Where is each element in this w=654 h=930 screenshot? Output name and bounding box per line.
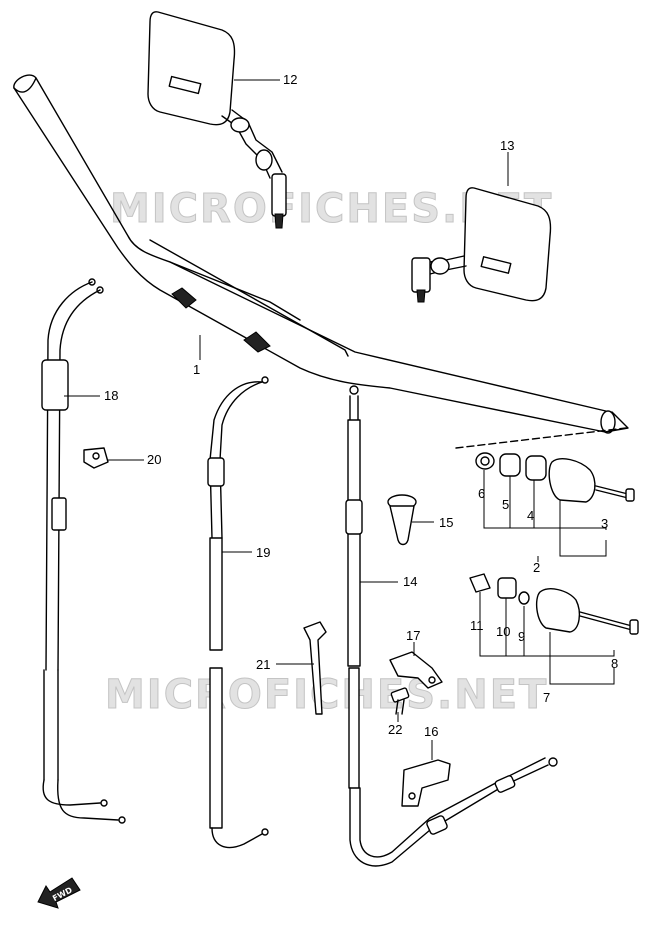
- leader-lines: [64, 79, 615, 760]
- callout-16: 16: [424, 724, 438, 739]
- callout-11: 11: [470, 618, 484, 633]
- mirror-right: [411, 187, 552, 303]
- callout-20: 20: [147, 452, 161, 467]
- handlebar: [13, 74, 629, 434]
- callout-7: 7: [543, 690, 550, 705]
- callout-14: 14: [403, 574, 417, 589]
- callout-15: 15: [439, 515, 453, 530]
- watermark-bottom: MICROFICHES.NET: [105, 672, 548, 718]
- callout-17: 17: [406, 628, 420, 643]
- bolt-22: [390, 687, 410, 715]
- callout-18: 18: [104, 388, 118, 403]
- callout-4: 4: [527, 508, 534, 523]
- bracket-17: [389, 651, 443, 689]
- callout-1: 1: [193, 362, 200, 377]
- callout-9: 9: [518, 629, 525, 644]
- callout-8: 8: [611, 656, 618, 671]
- fwd-arrow-icon: FWD: [37, 877, 81, 909]
- callout-2: 2: [533, 560, 540, 575]
- callout-10: 10: [496, 624, 510, 639]
- grip-end-set-upper: [455, 427, 635, 503]
- callout-21: 21: [256, 657, 270, 672]
- callout-19: 19: [256, 545, 270, 560]
- cable-clamp: [83, 447, 109, 469]
- rubber-cap: [387, 494, 417, 546]
- mirror-left: [147, 11, 287, 229]
- callout-13: 13: [500, 138, 514, 153]
- callout-6: 6: [478, 486, 485, 501]
- cable-tie: [303, 621, 327, 715]
- callout-5: 5: [502, 497, 509, 512]
- bracket-16: [401, 759, 451, 807]
- brake-cable: [345, 385, 558, 867]
- clutch-cable: [207, 376, 269, 849]
- callout-12: 12: [283, 72, 297, 87]
- throttle-cables: [41, 278, 126, 824]
- callout-labels: 1 2 3 4 5 6 7 8 9 10 11 12 13 14 15 16 1…: [104, 72, 618, 739]
- callout-3: 3: [601, 516, 608, 531]
- grip-end-set-lower: [469, 573, 639, 635]
- callout-22: 22: [388, 722, 402, 737]
